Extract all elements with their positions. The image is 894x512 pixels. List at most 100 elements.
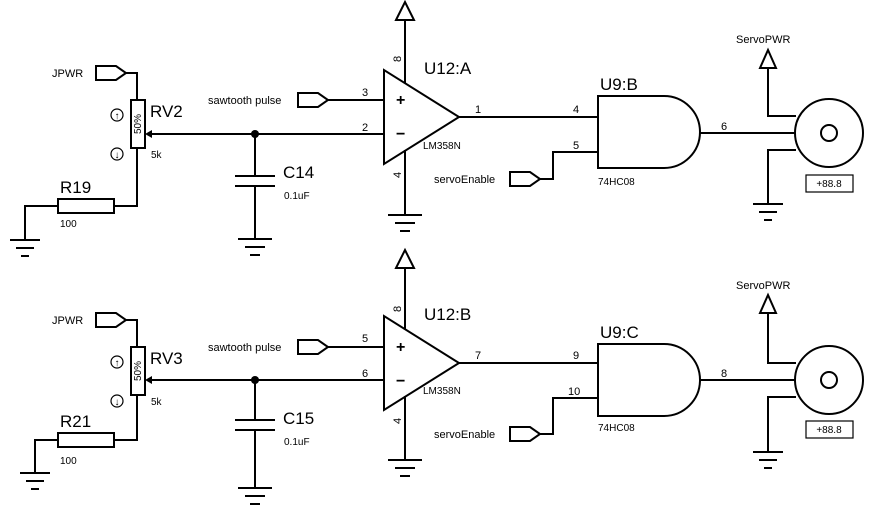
servo-display: +88.8 [816,179,842,190]
opamp-part: LM358N [423,386,461,397]
servo-pwr-arrow-icon [758,47,778,69]
pot-wiper-arrow [145,130,152,138]
wire [767,67,796,117]
potentiometer-rv2: 50% ↑ ↓ RV2 5k [110,99,183,161]
ground-icon [20,472,50,490]
servo-shaft [820,124,838,142]
resistor-r19: R19 100 [57,178,115,230]
sawtooth-terminal-arrow [297,92,330,108]
opamp-pin-minus: 2 [362,122,368,134]
ground-icon [388,214,422,232]
gate-ref: U9:B [600,75,638,94]
opamp-u12b: + − U12:B LM358N 5 6 7 8 4 [362,247,481,461]
jpwr-terminal: JPWR [52,312,128,328]
opamp-pin-plus: 5 [362,333,368,345]
servo-enable-terminal: servoEnable [434,426,542,442]
capacitor-ref: C14 [283,163,314,182]
pot-down-icon [110,394,124,408]
gate-pin-a: 4 [573,104,579,116]
gate-pin-b: 5 [573,140,579,152]
pot-ref: RV3 [150,349,183,368]
resistor-body [57,198,115,214]
ground-icon [238,487,272,505]
opamp-pin-out: 1 [475,104,481,116]
circuit-2: JPWR 50% ↑ ↓ RV3 5k R21 100 [20,247,864,505]
pot-up-glyph: ↑ [115,111,120,122]
wire [125,319,138,348]
servo-pwr-terminal: ServoPWR [736,280,790,314]
servo-display: +88.8 [816,425,842,436]
servo-enable-arrow [509,171,542,187]
opamp-minus-sign: − [396,373,405,390]
pot-up-glyph: ↑ [115,358,120,369]
opamp-u12a: + − U12:A LM358N 3 2 1 8 4 [362,0,481,216]
sawtooth-terminal: sawtooth pulse [208,339,330,355]
capacitor-ref: C15 [283,409,314,428]
resistor-body [57,432,115,448]
jpwr-terminal-arrow [95,312,128,328]
opamp-pin-out: 7 [475,350,481,362]
wire [767,149,796,205]
resistor-value: 100 [60,219,77,230]
vcc-arrow-icon [394,247,416,269]
jpwr-terminal-arrow [95,65,128,81]
capacitor-value: 0.1uF [284,191,310,202]
servo-enable-terminal: servoEnable [434,171,542,187]
pot-up-icon [110,108,124,122]
pot-percent: 50% [133,361,144,381]
resistor-r21: R21 100 [57,412,115,467]
servo-shaft [820,371,838,389]
gate-pin-out: 8 [721,368,727,380]
jpwr-label: JPWR [52,68,83,80]
servo-motor: +88.8 [794,345,864,439]
and-gate-u9c: U9:C 74HC08 9 10 8 [568,323,727,434]
opamp-pin-plus: 3 [362,87,368,99]
wire [113,394,138,441]
sawtooth-label: sawtooth pulse [208,95,281,107]
gate-part: 74HC08 [598,423,635,434]
wire [767,312,796,364]
gate-ref: U9:C [600,323,639,342]
servo-pwr-label: ServoPWR [736,34,790,46]
capacitor-c14: C14 0.1uF [235,133,314,240]
jpwr-terminal: JPWR [52,65,128,81]
ground-icon [10,239,40,257]
pot-up-icon [110,355,124,369]
servo-display-box [805,174,854,193]
opamp-ref: U12:B [424,305,471,324]
opamp-minus-sign: − [396,126,405,143]
and-gate-u9b: U9:B 74HC08 4 5 6 [573,75,727,188]
circuit-1: JPWR 50% ↑ ↓ RV2 5k R19 100 [10,0,864,257]
opamp-pin-gnd: 4 [392,418,404,424]
wire [113,147,138,207]
capacitor-c15: C15 0.1uF [235,379,314,489]
opamp-pin-gnd: 4 [392,172,404,178]
and-gate-body [597,95,701,169]
resistor-value: 100 [60,456,77,467]
opamp-ref: U12:A [424,59,472,78]
servo-enable-label: servoEnable [434,174,495,186]
servo-pwr-terminal: ServoPWR [736,34,790,69]
ground-icon [238,238,272,256]
wire [539,397,599,435]
opamp-plus-sign: + [396,339,405,356]
jpwr-label: JPWR [52,315,83,327]
servo-motor: +88.8 [794,98,864,193]
wire [24,205,59,241]
pot-value: 5k [151,150,163,161]
opamp-body [383,68,461,166]
pot-value: 5k [151,397,163,408]
ground-icon [753,451,783,469]
servo-enable-arrow [509,426,542,442]
ground-icon [388,459,422,477]
pot-percent: 50% [133,114,144,134]
opamp-body [383,314,461,412]
sawtooth-label: sawtooth pulse [208,342,281,354]
gate-pin-a: 9 [573,350,579,362]
capacitor-value: 0.1uF [284,437,310,448]
vcc-arrow-icon [394,0,416,21]
opamp-pin-minus: 6 [362,368,368,380]
resistor-ref: R19 [60,178,91,197]
gate-pin-out: 6 [721,121,727,133]
